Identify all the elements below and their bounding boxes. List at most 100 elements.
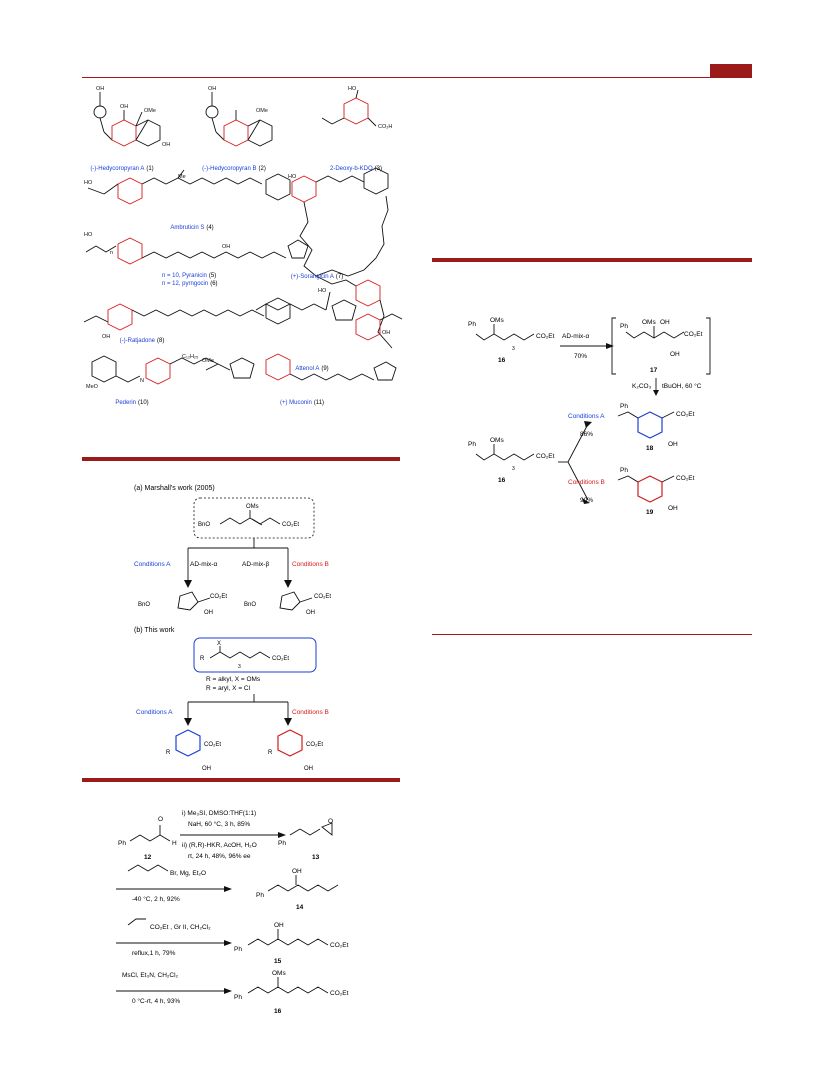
compound-16-top: 16 <box>498 357 506 364</box>
label-fig2-r: R <box>268 750 273 756</box>
label-fig3-ph: Ph <box>278 840 286 847</box>
panel-a-title: (a) Marshall's work (2005) <box>134 485 215 492</box>
label-fig2-substrate-bno: BnO <box>198 522 210 528</box>
label-fig4-co2et: CO₂Et <box>536 333 555 340</box>
synthesis-scheme-figure: Ph O H 12 i) Me₃SI, DMSO:THF(1:1) NaH, 6… <box>116 810 349 1015</box>
structure-8 <box>83 297 291 331</box>
label-fig4-co2et: CO₂Et <box>536 453 555 460</box>
label-fig4-three: 3 <box>512 346 515 352</box>
label-fig2-co2et: CO₂Et <box>306 742 323 748</box>
header-page-tab <box>710 64 752 77</box>
atom-label-oh: OH <box>102 334 110 340</box>
label-fig1-compounds-6-num: (7) <box>336 274 343 280</box>
svg-text:(+)-Sorangicin A(7): (+)-Sorangicin A(7) <box>291 274 344 280</box>
natural-products-figure: (-)-Hedycoropyran A(1) (-)-Hedycoropyran… <box>83 86 402 406</box>
label-fig3-co2et: CO₂Et <box>330 942 349 949</box>
step4-line2: 0 °C-rt, 4 h, 93% <box>132 997 180 1005</box>
structure-3 <box>321 89 377 127</box>
label-fig4-ph: Ph <box>620 467 628 474</box>
svg-text:2-Deoxy-b-KDO(3): 2-Deoxy-b-KDO(3) <box>330 166 382 172</box>
conditions-b-label-b: Conditions B <box>292 709 329 716</box>
label-fig2-co2et: CO₂Et <box>204 742 221 748</box>
conditions-a-label: Conditions A <box>134 561 171 568</box>
atom-label-oh: OH <box>208 86 216 92</box>
label-fig3-oh: OH <box>274 922 284 929</box>
atom-label-ho: HO <box>318 288 327 294</box>
label-fig3-oh: OH <box>292 868 302 875</box>
compound-name-9: Attenol A <box>295 366 319 372</box>
section-rule-right-1 <box>432 258 752 262</box>
svg-text:n = 12, pyrngocin(6): n = 12, pyrngocin(6) <box>162 281 218 287</box>
svg-text:(+) Muconin(11): (+) Muconin(11) <box>280 400 324 406</box>
compound-name-1: (-)-Hedycoropyran A <box>90 166 144 172</box>
header-rule <box>82 77 752 78</box>
structure-10 <box>91 355 219 385</box>
compound-name-10: Pederin <box>115 400 136 406</box>
conditions-b-label-scheme: Conditions B <box>568 479 605 486</box>
label-fig1-compounds-0-num: (1) <box>146 166 153 172</box>
conditions-a-label-b: Conditions A <box>136 709 173 716</box>
label-fig2-oh: OH <box>204 610 213 616</box>
label-fig1-compounds-1-num: (2) <box>259 166 266 172</box>
label-fig4-co2et: CO₂Et <box>684 331 703 338</box>
svg-text:(-)-Hedycoropyran A(1): (-)-Hedycoropyran A(1) <box>90 166 153 172</box>
svg-text:(-)-Hedycoropyran B(2): (-)-Hedycoropyran B(2) <box>202 166 266 172</box>
compound-name-8: (-)-Ratjadone <box>120 338 156 344</box>
compound-name-7: (+)-Sorangicin A <box>291 274 334 280</box>
label-fig4-oh: OH <box>668 505 678 512</box>
substrate-blue-box <box>193 637 317 673</box>
atom-label-me: Me <box>178 174 186 180</box>
atom-label-oh: OH <box>162 142 170 148</box>
label-fig4-ph: Ph <box>468 441 476 448</box>
label-fig3-ph: Ph <box>256 892 264 899</box>
compound-13: 13 <box>312 854 320 861</box>
label-fig3-oms: OMs <box>272 970 286 977</box>
thp-product-red <box>277 729 303 757</box>
compound-17: 17 <box>650 367 658 374</box>
k2co3-label: K₂CO₃ <box>632 383 652 390</box>
label-fig4-oh: OH <box>670 351 680 358</box>
label-fig2-co2et: CO₂Et <box>272 656 289 662</box>
atom-label-n: n <box>110 250 113 256</box>
label-fig4-co2et: CO₂Et <box>676 475 695 482</box>
label-fig1-compounds-7-num: (8) <box>157 338 164 344</box>
r-aryl-note: R = aryl, X = Cl <box>206 685 251 692</box>
label-fig2-oh: OH <box>304 766 313 772</box>
label-fig3-ph: Ph <box>118 840 126 847</box>
compound-12: 12 <box>144 854 152 861</box>
label-fig1-compounds-3-num: (4) <box>206 225 213 231</box>
label-fig1-compounds-2-num: (3) <box>375 166 382 172</box>
strategy-comparison-figure: (a) Marshall's work (2005) BnO OMs CO₂Et… <box>134 485 331 772</box>
atom-label-oh: OH <box>222 244 230 250</box>
atom-label-ho: HO <box>84 232 93 238</box>
label-fig2-admix_a: AD-mix-α <box>190 561 217 568</box>
step3-line1: CO₂Et , Gr II, CH₂Cl₂ <box>150 924 211 931</box>
svg-text:Pederin(10): Pederin(10) <box>115 400 148 406</box>
atom-label-ho: HO <box>348 86 357 92</box>
atom-label-ho: HO <box>288 174 297 180</box>
label-fig3-o: O <box>328 818 333 825</box>
r-alkyl-note: R = alkyl, X = OMs <box>206 676 261 683</box>
label-fig1-compounds-9-num: (10) <box>138 400 149 406</box>
cyclization-scheme-figure: Ph OMs CO₂Et 3 16 AD-mix-α 70% Ph OMs OH… <box>468 317 711 516</box>
label-fig2-admix_b: AD-mix-β <box>242 561 269 568</box>
label-fig4-oms: OMs <box>490 317 504 324</box>
compound-16: 16 <box>274 1008 282 1015</box>
compound-19: 19 <box>646 509 654 516</box>
compound-name-2: (-)-Hedycoropyran B <box>202 166 256 172</box>
step1-line3: ii) (R,R)-HKR, AcOH, H₂O <box>182 842 257 849</box>
conditions-b-label: Conditions B <box>292 561 329 568</box>
atom-label-ome: OMe <box>202 358 214 364</box>
compound-name-11: (+) Muconin <box>280 400 312 406</box>
compound-16-bottom: 16 <box>498 477 506 484</box>
step3-line2: reflux,1 h, 79% <box>132 950 176 957</box>
step1-line2: NaH, 60 °C, 3 h, 85% <box>188 820 250 828</box>
label-fig2-oh: OH <box>306 610 315 616</box>
structure-4 <box>87 169 291 205</box>
yield-70: 70% <box>574 353 587 360</box>
label-fig2-oh: OH <box>202 766 211 772</box>
svg-text:Attenol A(9): Attenol A(9) <box>295 366 328 372</box>
structure-7 <box>291 167 393 349</box>
step2-line2: -40 °C, 2 h, 92% <box>132 895 180 903</box>
label-fig3-ph: Ph <box>234 946 242 953</box>
